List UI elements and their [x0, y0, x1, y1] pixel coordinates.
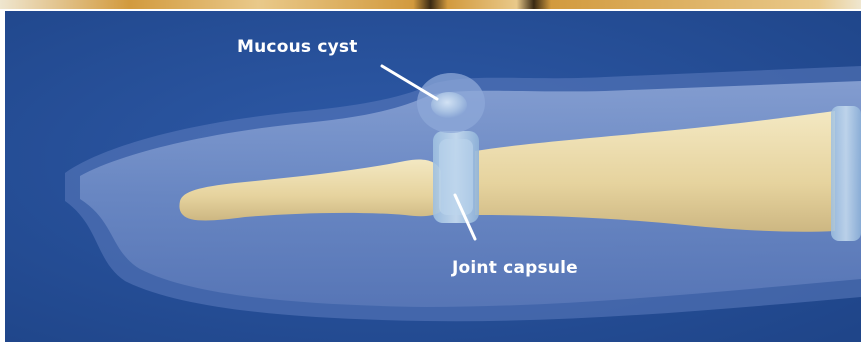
mucous-cyst-label: Mucous cyst: [237, 37, 358, 57]
top-strip: [0, 0, 861, 11]
pip-joint-capsule: [831, 106, 861, 241]
joint-capsule-label: Joint capsule: [452, 258, 578, 278]
mucous-cyst: [431, 92, 467, 118]
finger-diagram: [5, 11, 861, 342]
